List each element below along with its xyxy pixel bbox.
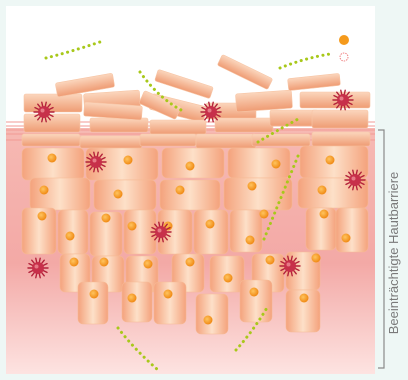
pathogen-highlight bbox=[41, 109, 45, 113]
corneocyte-flake bbox=[312, 110, 368, 128]
cell-nucleus bbox=[206, 220, 215, 229]
cell-nucleus bbox=[246, 236, 255, 245]
pathogen-body bbox=[155, 226, 167, 238]
cell-nucleus bbox=[114, 190, 123, 199]
pathogen-body bbox=[284, 260, 296, 272]
cell-nucleus bbox=[250, 288, 259, 297]
cell-nucleus bbox=[186, 258, 195, 267]
corneocyte-flake bbox=[196, 134, 256, 148]
pathogen-body bbox=[205, 106, 217, 118]
keratinocyte-cell bbox=[94, 180, 156, 210]
cell-nucleus bbox=[320, 210, 329, 219]
cell-nucleus bbox=[326, 156, 335, 165]
cell-nucleus bbox=[164, 290, 173, 299]
pathogen-body bbox=[349, 174, 361, 186]
corneocyte-flake bbox=[24, 114, 80, 132]
cell-nucleus bbox=[48, 154, 57, 163]
pathogen-highlight bbox=[158, 229, 162, 233]
pathogen-body bbox=[90, 156, 102, 168]
corneocyte-flake bbox=[24, 94, 82, 112]
keratinocyte-cell bbox=[22, 148, 84, 180]
cell-nucleus bbox=[70, 258, 79, 267]
cell-nucleus bbox=[186, 162, 195, 171]
keratinocyte-cell bbox=[160, 180, 220, 210]
keratinocyte-cell bbox=[228, 148, 290, 178]
cell-nucleus bbox=[342, 234, 351, 243]
pathogen-highlight bbox=[208, 109, 212, 113]
corneocyte-flake bbox=[140, 134, 196, 146]
pathogen-highlight bbox=[287, 263, 291, 267]
cell-nucleus bbox=[124, 156, 133, 165]
pathogen-highlight bbox=[340, 97, 344, 101]
pathogen-body bbox=[38, 106, 50, 118]
cell-nucleus bbox=[102, 214, 111, 223]
corneocyte-flake bbox=[270, 110, 318, 126]
keratinocyte-cell bbox=[122, 282, 152, 322]
allergen-particle bbox=[339, 35, 349, 45]
corneocyte-flake bbox=[312, 132, 370, 146]
cell-nucleus bbox=[318, 186, 327, 195]
cell-nucleus bbox=[128, 294, 137, 303]
cell-nucleus bbox=[266, 256, 275, 265]
pathogen-body bbox=[337, 94, 349, 106]
cell-nucleus bbox=[38, 212, 47, 221]
cell-nucleus bbox=[300, 294, 309, 303]
barrier-label: Beeinträchtigte Hautbarriere bbox=[386, 133, 402, 373]
barrier-bracket bbox=[378, 130, 384, 368]
cell-nucleus bbox=[248, 182, 257, 191]
corneocyte-flake bbox=[215, 118, 273, 132]
cell-nucleus bbox=[128, 222, 137, 231]
cell-nucleus bbox=[40, 186, 49, 195]
pathogen-highlight bbox=[93, 159, 97, 163]
cell-nucleus bbox=[90, 290, 99, 299]
pathogen-highlight bbox=[35, 265, 39, 269]
keratinocyte-cell bbox=[78, 282, 108, 324]
corneocyte-flake bbox=[150, 120, 206, 134]
cell-nucleus bbox=[260, 210, 269, 219]
corneocyte-flake bbox=[80, 136, 142, 148]
cell-nucleus bbox=[100, 258, 109, 267]
keratinocyte-cell bbox=[196, 294, 228, 334]
keratinocyte-cell bbox=[230, 210, 262, 252]
corneocyte-flake bbox=[22, 134, 80, 146]
corneocyte-flake bbox=[235, 90, 292, 112]
cell-nucleus bbox=[176, 186, 185, 195]
keratinocyte-cell bbox=[194, 210, 228, 254]
keratinocyte-cell bbox=[336, 208, 368, 252]
corneocyte-flake bbox=[252, 134, 310, 146]
keratinocyte-cell bbox=[154, 282, 186, 324]
cell-nucleus bbox=[272, 160, 281, 169]
keratinocyte-cell bbox=[224, 178, 292, 210]
keratinocyte-cell bbox=[58, 210, 88, 254]
cell-nucleus bbox=[66, 232, 75, 241]
keratinocyte-cell bbox=[30, 178, 90, 210]
keratinocyte-cell bbox=[240, 280, 272, 322]
pathogen-highlight bbox=[352, 177, 356, 181]
cell-nucleus bbox=[312, 254, 321, 263]
cell-nucleus bbox=[204, 316, 213, 325]
cell-nucleus bbox=[224, 274, 233, 283]
cell-nucleus bbox=[144, 260, 153, 269]
pathogen-body bbox=[32, 262, 44, 274]
